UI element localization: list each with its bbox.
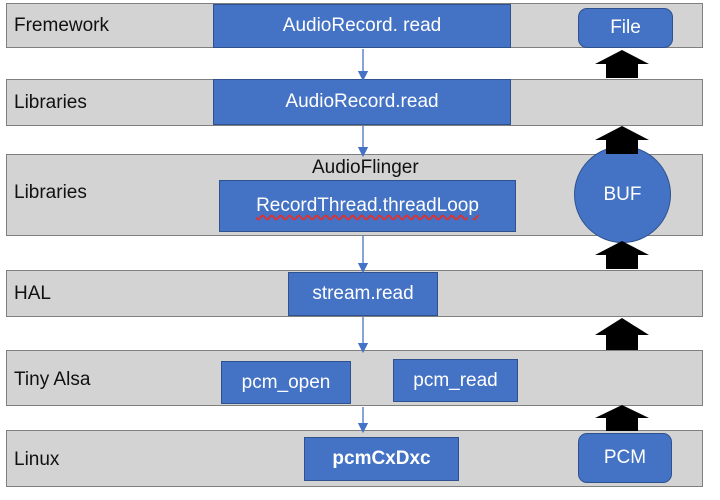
- pcmcxdxc-box: pcmCxDxc: [304, 437, 459, 481]
- audiorecord-read-libraries-box: AudioRecord.read: [213, 79, 511, 125]
- block-arrow-up-3: [595, 241, 649, 269]
- pcm-open-box: pcm_open: [221, 361, 351, 404]
- layer-tinyalsa: [6, 350, 703, 406]
- recordthread-threadloop-box: RecordThread.threadLoop: [219, 180, 516, 232]
- stream-read-box: stream.read: [288, 272, 438, 316]
- audiorecord-read-framework-box: AudioRecord. read: [213, 4, 511, 48]
- layer-label-framework: Fremework: [14, 15, 110, 36]
- pcm-box: PCM: [578, 433, 672, 483]
- block-arrow-up-1: [595, 50, 649, 78]
- layer-label-libraries-2: Libraries: [14, 182, 87, 203]
- file-box: File: [578, 8, 673, 48]
- block-arrow-up-5: [595, 405, 649, 431]
- audioflinger-title: AudioFlinger: [312, 157, 419, 178]
- layer-label-linux: Linux: [14, 449, 60, 470]
- layer-label-hal: HAL: [14, 283, 51, 304]
- layer-label-tinyalsa: Tiny Alsa: [14, 369, 91, 390]
- pcm-read-box: pcm_read: [393, 359, 518, 402]
- layer-label-libraries-1: Libraries: [14, 92, 87, 113]
- block-arrow-up-2: [595, 126, 649, 154]
- block-arrow-up-4: [595, 318, 649, 350]
